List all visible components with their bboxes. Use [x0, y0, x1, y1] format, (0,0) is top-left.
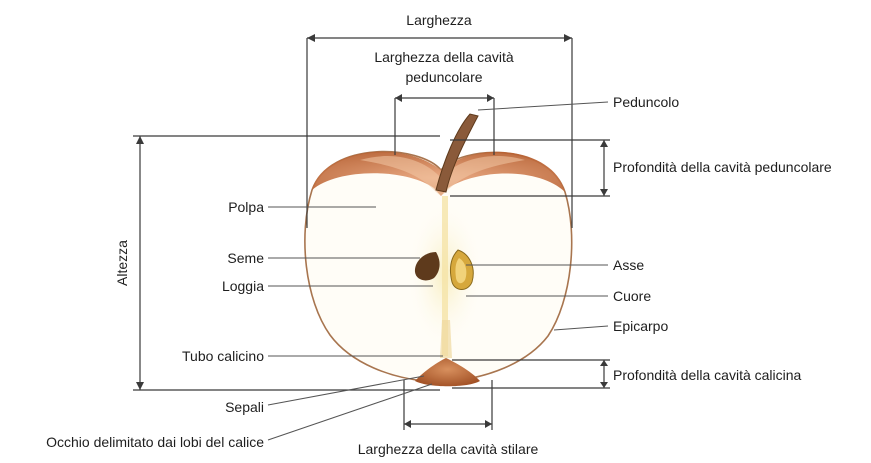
label-larghezza: Larghezza	[406, 12, 472, 28]
label-seme: Seme	[227, 250, 264, 266]
label-sepali: Sepali	[225, 399, 264, 415]
label-loggia: Loggia	[222, 278, 264, 294]
label-asse: Asse	[613, 257, 644, 273]
label-profondita-cavita-calicina: Profondità della cavità calicina	[613, 367, 802, 383]
label-tubo-calicino: Tubo calicino	[182, 348, 264, 364]
dimension-larghezza-cavita-stilare: Larghezza della cavità stilare	[358, 380, 539, 457]
label-altezza: Altezza	[114, 240, 130, 286]
label-profondita-cavita-peduncolare: Profondità della cavità peduncolare	[613, 159, 832, 175]
label-larghezza-cavita-peduncolare-1: Larghezza della cavità	[374, 49, 514, 65]
label-epicarpo: Epicarpo	[613, 318, 668, 334]
label-peduncolo: Peduncolo	[613, 94, 679, 110]
label-occhio: Occhio delimitato dai lobi del calice	[46, 434, 264, 450]
apple-illustration	[305, 114, 572, 386]
label-polpa: Polpa	[228, 199, 264, 215]
label-larghezza-cavita-peduncolare-2: peduncolare	[405, 69, 482, 85]
label-larghezza-cavita-stilare: Larghezza della cavità stilare	[358, 441, 539, 457]
calyx-tube	[440, 320, 452, 358]
label-cuore: Cuore	[613, 288, 651, 304]
dimension-larghezza-cavita-peduncolare: Larghezza della cavità peduncolare	[374, 49, 514, 155]
